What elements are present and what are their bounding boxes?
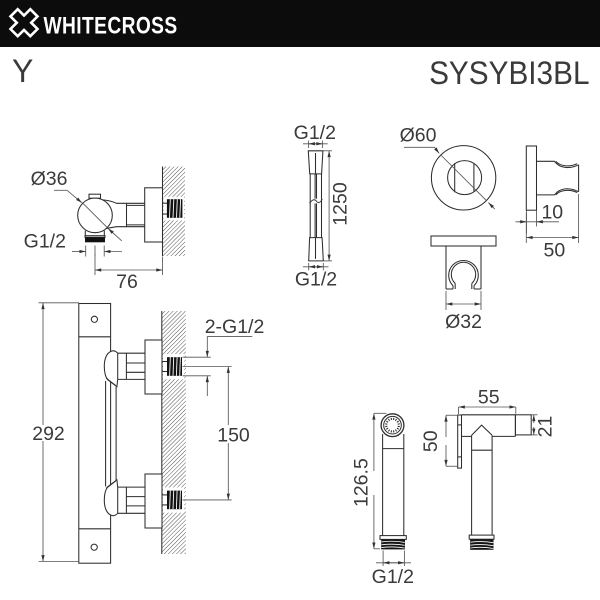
svg-text:150: 150 (217, 424, 250, 446)
svg-text:50: 50 (544, 239, 566, 261)
svg-text:Y: Y (12, 53, 33, 89)
svg-text:WHITECROSS: WHITECROSS (44, 11, 178, 39)
svg-text:1250: 1250 (329, 182, 351, 226)
svg-text:55: 55 (478, 386, 500, 408)
svg-text:G1/2: G1/2 (294, 122, 336, 144)
svg-text:Ø36: Ø36 (31, 168, 68, 190)
svg-text:292: 292 (32, 423, 65, 445)
svg-text:10: 10 (541, 201, 563, 223)
svg-text:G1/2: G1/2 (295, 269, 337, 291)
svg-text:Ø60: Ø60 (400, 125, 437, 147)
svg-text:Ø32: Ø32 (445, 311, 482, 333)
svg-text:G1/2: G1/2 (24, 231, 66, 253)
svg-text:SYSYBI3BL: SYSYBI3BL (429, 55, 589, 91)
svg-text:G1/2: G1/2 (372, 566, 414, 588)
svg-text:76: 76 (116, 271, 138, 293)
svg-text:2-G1/2: 2-G1/2 (205, 316, 265, 338)
svg-text:126.5: 126.5 (351, 458, 373, 507)
svg-text:50: 50 (420, 430, 442, 452)
svg-text:21: 21 (534, 416, 556, 438)
